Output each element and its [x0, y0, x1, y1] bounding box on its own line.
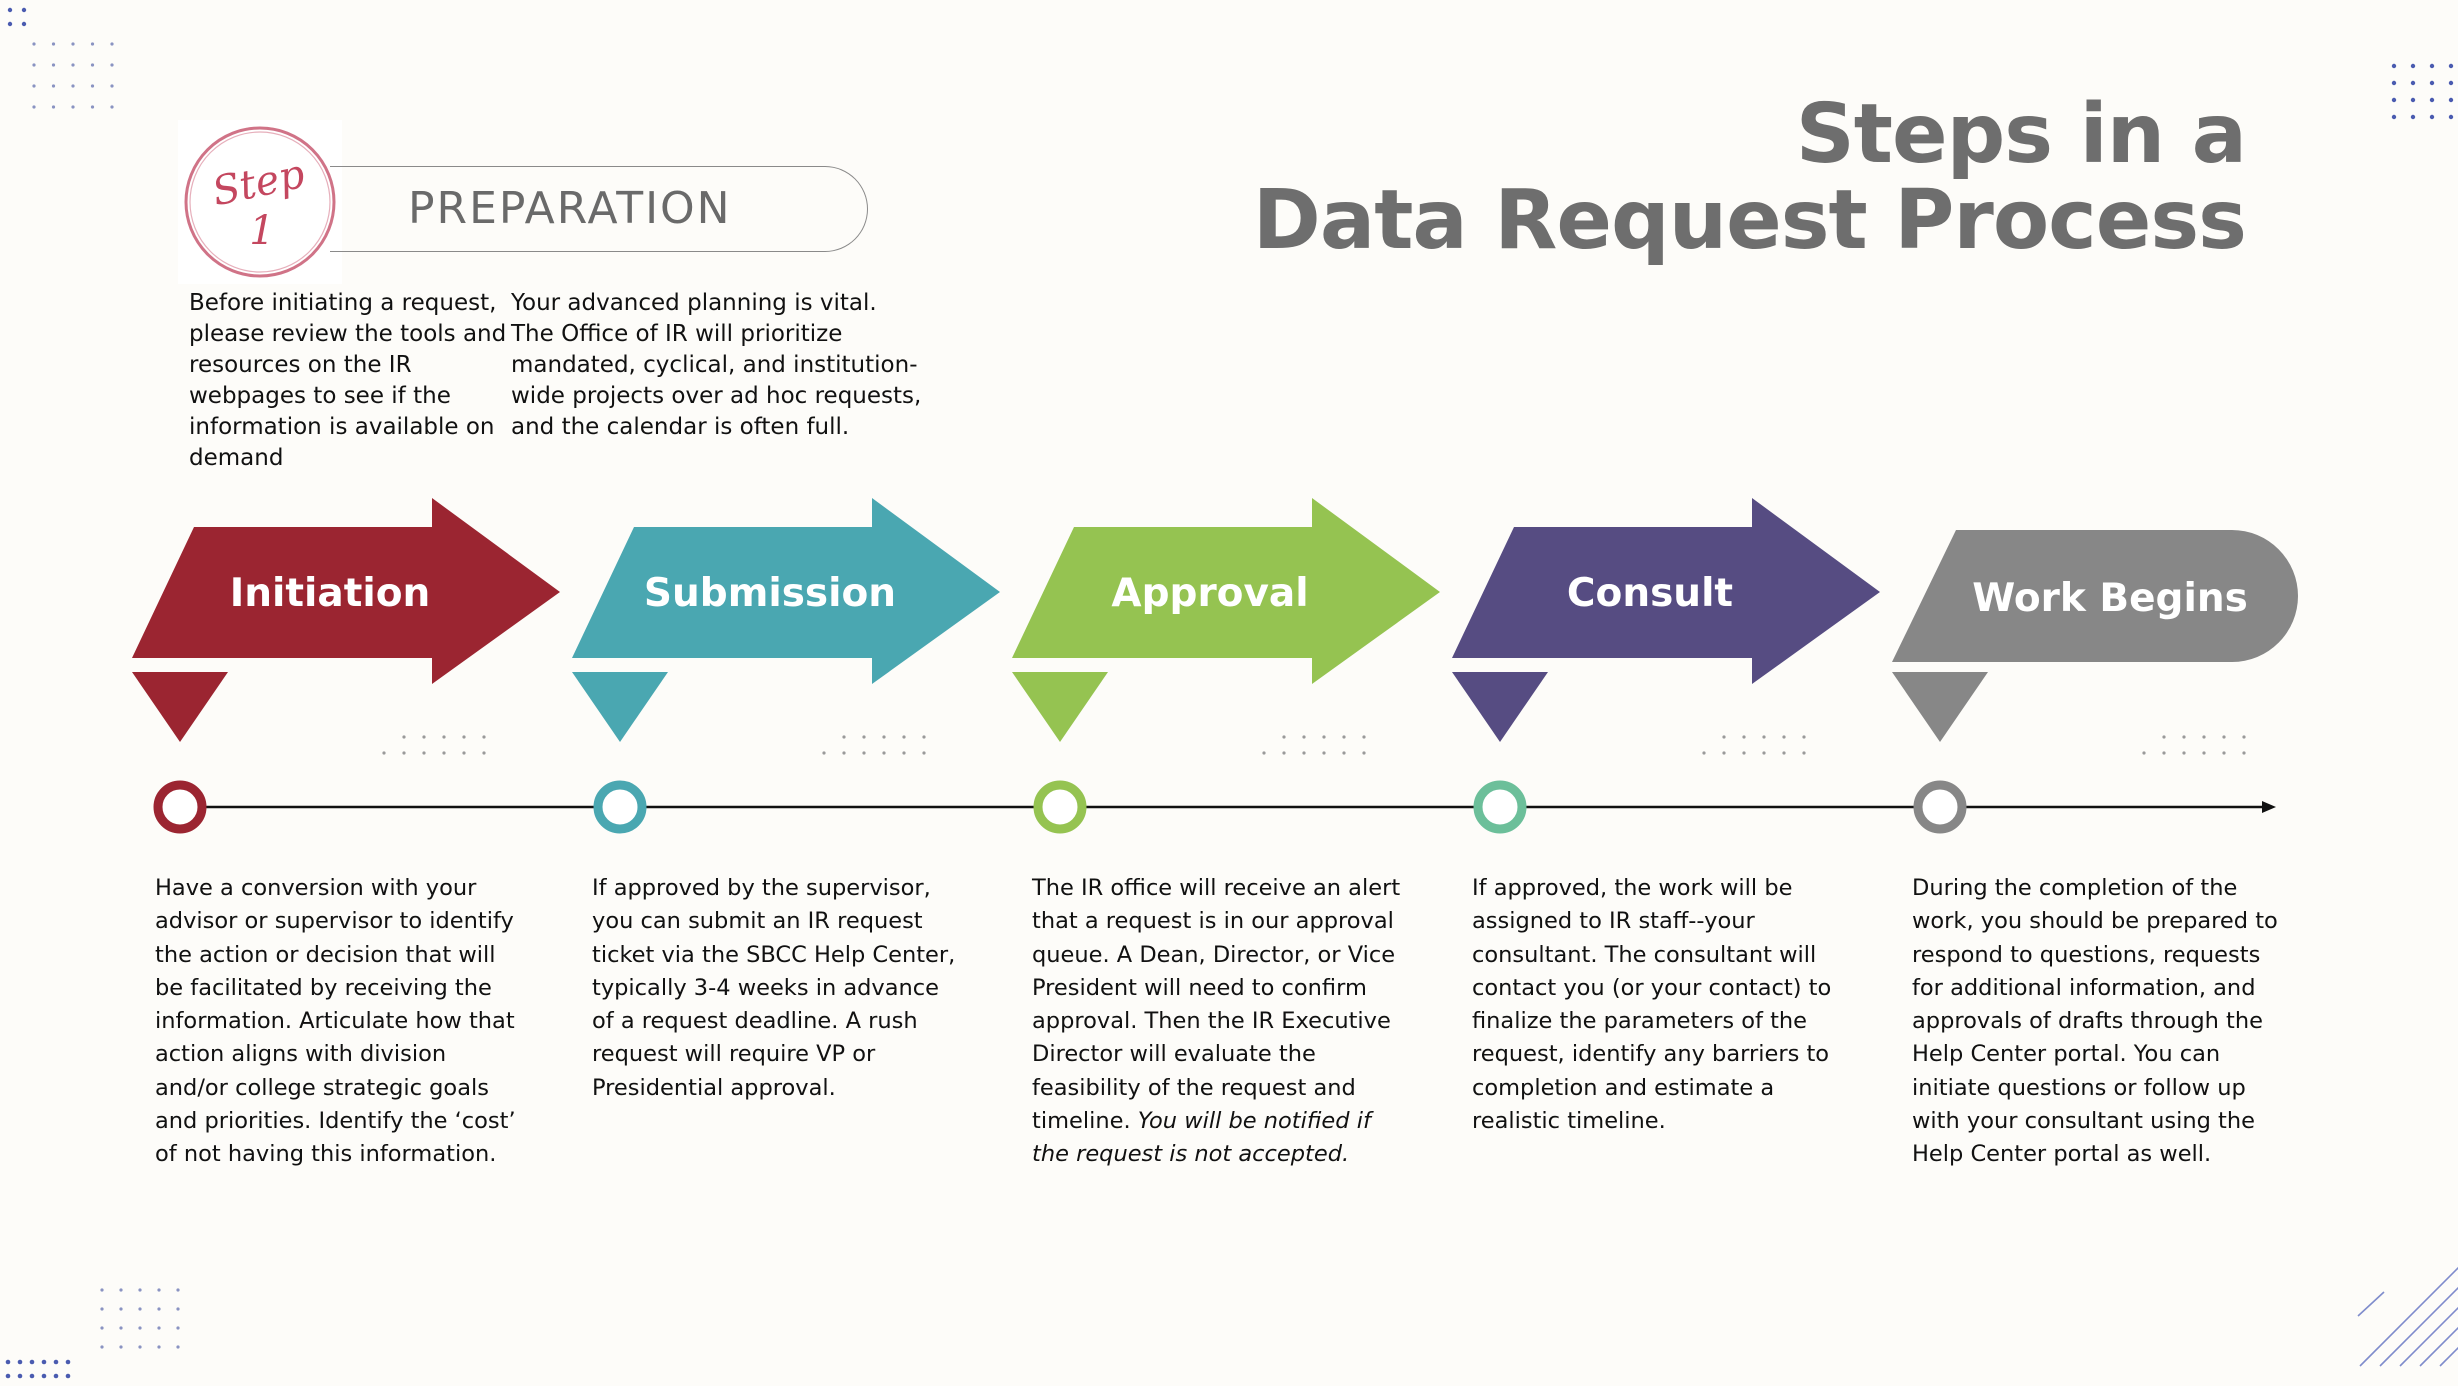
initiation-arrow: [132, 498, 560, 684]
timeline-node-approval: [1033, 780, 1087, 834]
consult-description: If approved, the work will be assigned t…: [1472, 875, 1832, 1135]
timeline-node-work-begins: [1913, 780, 1967, 834]
work-begins-label: Work Begins: [1972, 576, 2248, 621]
timeline-arrowhead: [2262, 801, 2276, 813]
initiation-description: Have a conversion with your advisor or s…: [155, 875, 516, 1168]
step-submission: Submission: [572, 498, 1000, 755]
step-consult: Consult: [1452, 498, 1880, 755]
submission-dot-cluster: [822, 735, 926, 755]
step-approval: Approval: [1012, 498, 1440, 755]
step-description-initiation: Have a conversion with your advisor or s…: [155, 872, 525, 1172]
approval-dot-cluster: [1262, 735, 1366, 755]
consult-arrow: [1452, 498, 1880, 684]
top-right-dots-grid: [2391, 63, 2454, 120]
step-one-badge: Step 1: [178, 120, 342, 284]
approval-arrow: [1012, 498, 1440, 684]
submission-arrow: [572, 498, 1000, 684]
step-description-approval: The IR office will receive an alert that…: [1032, 872, 1402, 1172]
work-begins-dot-cluster: [2142, 735, 2246, 755]
work-begins-pill-shape: [1892, 530, 2298, 662]
top-left-dots-grid: [32, 42, 114, 109]
approval-label: Approval: [1111, 571, 1308, 616]
step-description-consult: If approved, the work will be assigned t…: [1472, 872, 1842, 1138]
preparation-left-text: Before initiating a request, please revi…: [189, 290, 507, 471]
title-line-2: Data Request Process: [1252, 173, 2247, 268]
bottom-left-dots-grid: [100, 1288, 180, 1349]
consult-dot-cluster: [1702, 735, 1806, 755]
timeline-node-submission: [593, 780, 647, 834]
step-number: 1: [249, 208, 274, 254]
top-left-dots-small: [7, 7, 27, 27]
initiation-pointer: [132, 672, 228, 742]
work-begins-pointer: [1892, 672, 1988, 742]
initiation-dot-cluster: [382, 735, 486, 755]
bottom-right-diagonal-lines: [2357, 1266, 2458, 1367]
approval-pointer: [1012, 672, 1108, 742]
step-initiation: Initiation: [132, 498, 560, 755]
bottom-left-dots-small: [5, 1359, 71, 1379]
preparation-pill: PREPARATION: [330, 166, 868, 252]
step-work-begins: Work Begins: [1892, 530, 2298, 755]
consult-pointer: [1452, 672, 1548, 742]
submission-description: If approved by the supervisor, you can s…: [592, 875, 956, 1101]
title-line-1: Steps in a: [1795, 87, 2247, 182]
preparation-right-text: Your advanced planning is vital. The Off…: [511, 290, 922, 440]
step-description-work-begins: During the completion of the work, you s…: [1912, 872, 2282, 1172]
consult-label: Consult: [1567, 571, 1733, 616]
timeline-node-consult: [1473, 780, 1527, 834]
timeline-node-initiation: [153, 780, 207, 834]
work-begins-description: During the completion of the work, you s…: [1912, 875, 2278, 1168]
approval-description-italic: You will be notified if the request is n…: [1032, 1108, 1371, 1168]
initiation-label: Initiation: [230, 571, 431, 616]
submission-pointer: [572, 672, 668, 742]
submission-label: Submission: [644, 571, 896, 616]
preparation-label: PREPARATION: [408, 183, 732, 234]
page-title: Steps in a Data Request Process: [1252, 87, 2247, 268]
step-description-submission: If approved by the supervisor, you can s…: [592, 872, 962, 1105]
approval-description: The IR office will receive an alert that…: [1032, 875, 1401, 1135]
